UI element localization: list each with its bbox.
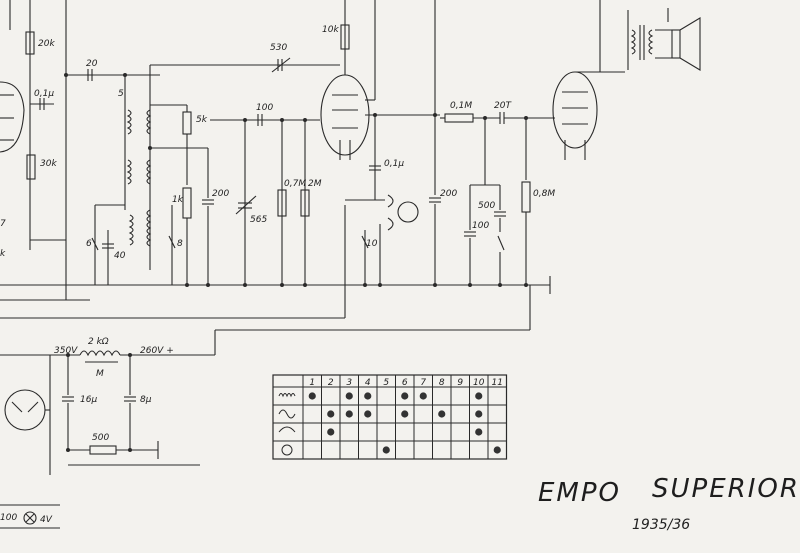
- long-wave-icon: [278, 393, 296, 398]
- label-c-565: 565: [250, 215, 267, 225]
- label-lamp-4V: 4V: [40, 515, 53, 525]
- label-c-200a: 200: [212, 189, 229, 199]
- switch-contact-dot: [401, 392, 409, 400]
- switch-contact-dot: [419, 392, 427, 400]
- label-c-200b: 200: [440, 189, 457, 199]
- model-title: SUPERIOR: [652, 474, 800, 504]
- label-r-2kohm: 2 kΩ: [88, 337, 109, 347]
- label-r-10k: 10k: [322, 25, 339, 35]
- switch-contact-dot: [382, 446, 390, 454]
- label-c-530: 530: [270, 43, 287, 53]
- label-c-20T: 20T: [494, 101, 512, 111]
- switch-column-header: 7: [420, 378, 426, 388]
- label-sw-8: 8: [177, 239, 183, 249]
- switch-table: 1 2 3 4 5 6 7 8 9 10 11: [272, 374, 508, 460]
- label-c-100a: 100: [256, 103, 273, 113]
- switch-column-header: 3: [346, 378, 352, 388]
- label-r-5k: 5k: [196, 115, 208, 125]
- switch-contact-dot: [475, 392, 483, 400]
- switch-contact-dot: [475, 428, 483, 436]
- label-r-2M: 2M: [308, 179, 322, 189]
- label-r-08M: 0,8M: [533, 189, 555, 199]
- switch-column-header: 5: [383, 378, 389, 388]
- switch-contact-dot: [345, 392, 353, 400]
- year-label: 1935/36: [632, 517, 691, 533]
- label-c-40: 40: [114, 251, 126, 261]
- label-l-5: 5: [118, 89, 124, 99]
- label-c-01b: 0,1µ: [384, 159, 404, 169]
- switch-contact-dot: [364, 392, 372, 400]
- label-misc-k: k: [0, 249, 6, 259]
- switch-column-header: 4: [365, 378, 371, 388]
- switch-contact-dot: [364, 410, 372, 418]
- label-r-30k: 30k: [40, 159, 57, 169]
- switch-contact-dot: [401, 410, 409, 418]
- pickup-icon: [281, 444, 293, 456]
- label-c-100c: 100: [0, 513, 17, 523]
- label-sw-6: 6: [86, 239, 92, 249]
- label-l-M: M: [96, 369, 104, 379]
- switch-contact-dot: [327, 428, 335, 436]
- label-r-01M: 0,1M: [450, 101, 472, 111]
- label-r-1k: 1k: [172, 195, 184, 205]
- switch-contact-dot: [308, 392, 316, 400]
- switch-column-header: 2: [328, 378, 334, 388]
- switch-column-header: 6: [402, 378, 408, 388]
- label-sw-10: 10: [366, 239, 378, 249]
- switch-column-header: 10: [473, 378, 485, 388]
- short-wave-icon: [278, 426, 296, 433]
- switch-contact-dot: [345, 410, 353, 418]
- label-v-350: 350V: [54, 346, 78, 356]
- label-r-20k: 20k: [38, 39, 55, 49]
- label-c-500: 500: [478, 201, 495, 211]
- label-c-01a: 0,1µ: [34, 89, 54, 99]
- switch-contact-dot: [327, 410, 335, 418]
- label-c-20: 20: [86, 59, 98, 69]
- switch-contact-dot: [438, 410, 446, 418]
- switch-column-header: 9: [457, 378, 463, 388]
- switch-contact-dot: [475, 410, 483, 418]
- label-r-500: 500: [92, 433, 109, 443]
- label-r-07M: 0,7M: [284, 179, 306, 189]
- label-v-260: 260V +: [140, 346, 174, 356]
- label-c-16u: 16µ: [80, 395, 97, 405]
- switch-contact-dot: [493, 446, 501, 454]
- switch-column-header: 11: [492, 378, 503, 388]
- label-misc-7: 7: [0, 219, 6, 229]
- medium-wave-icon: [278, 409, 296, 419]
- brand-title: EMPO: [538, 478, 622, 508]
- label-c-8u: 8µ: [140, 395, 152, 405]
- switch-column-header: 1: [309, 378, 315, 388]
- switch-column-header: 8: [439, 378, 445, 388]
- label-c-100b: 100: [472, 221, 489, 231]
